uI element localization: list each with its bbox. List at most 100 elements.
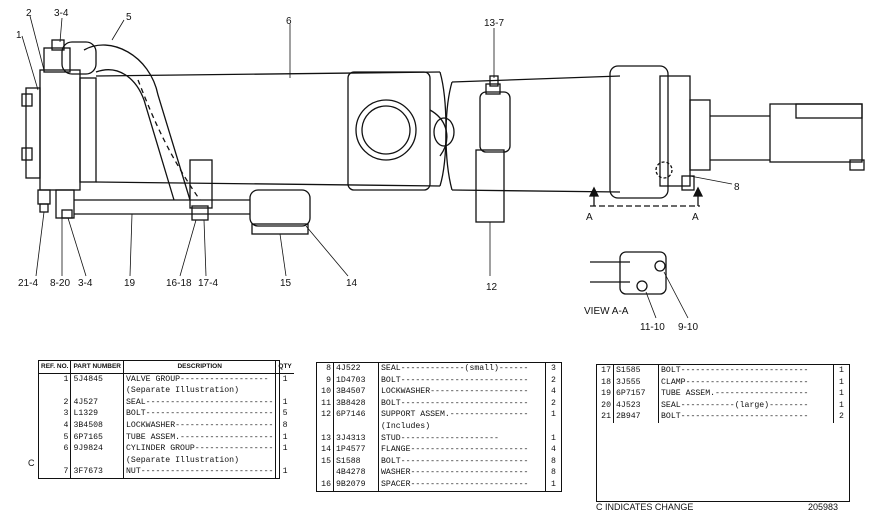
description-cell: SEAL-------------(small)------ bbox=[378, 363, 546, 375]
description-cell: WASHER------------------------ bbox=[378, 467, 546, 479]
part-number-cell: 3J4313 bbox=[333, 432, 379, 445]
description-cell: FLANGE------------------------ bbox=[378, 444, 546, 456]
part-number-cell: 1P4577 bbox=[333, 444, 379, 456]
qty-cell: 1 bbox=[839, 366, 844, 375]
callout-3-4-bottom: 3-4 bbox=[78, 278, 93, 289]
callout-5: 5 bbox=[126, 12, 132, 23]
clamp-assembly bbox=[347, 71, 455, 191]
part-number-cell: S1585 bbox=[613, 365, 659, 377]
part-number-cell: L1329 bbox=[70, 408, 124, 420]
callout-9-10: 9-10 bbox=[678, 322, 698, 333]
ref-cell: 12 bbox=[317, 409, 334, 421]
ref-cell: 21 bbox=[597, 411, 614, 423]
qty-cell: 2 bbox=[551, 375, 556, 385]
part-number-cell: 4J523 bbox=[613, 399, 659, 412]
callout-a-left: A bbox=[586, 212, 593, 223]
qty-cell: 4 bbox=[551, 445, 556, 455]
header-qty: QTY bbox=[275, 361, 294, 374]
ref-cell: 6 bbox=[39, 443, 72, 455]
change-note: C INDICATES CHANGE bbox=[596, 502, 694, 512]
callout-3-4-top: 3-4 bbox=[54, 8, 69, 19]
description-cell: (Separate Illustration) bbox=[123, 454, 277, 467]
qty-cell: 5 bbox=[282, 409, 288, 419]
ref-cell: 2 bbox=[39, 396, 72, 409]
part-number-cell: 6P7165 bbox=[70, 431, 124, 444]
part-number-cell: 3B4508 bbox=[70, 419, 124, 432]
callout-labels: 1 2 3-4 5 6 13-7 8 A A 21-4 8-20 3-4 19 … bbox=[16, 8, 740, 333]
description-cell: BOLT-------------------------- bbox=[123, 408, 277, 420]
header-desc: DESCRIPTION bbox=[123, 361, 277, 374]
view-a-a-label: VIEW A-A bbox=[584, 306, 629, 317]
ref-cell: 14 bbox=[317, 444, 334, 456]
part-number-cell: 6P7157 bbox=[613, 388, 659, 400]
ref-cell: 7 bbox=[39, 466, 72, 478]
description-cell: (Separate Illustration) bbox=[123, 385, 277, 397]
qty-cell: 8 bbox=[551, 456, 556, 466]
part-number-cell: 6P7146 bbox=[333, 409, 379, 421]
callout-16-18: 16-18 bbox=[166, 278, 192, 289]
section-line-a-a bbox=[588, 186, 704, 207]
ref-cell: 13 bbox=[317, 432, 334, 445]
ref-cell: 15 bbox=[317, 455, 334, 468]
part-number-cell: 1D4703 bbox=[333, 374, 379, 387]
description-cell: BOLT-------------------------- bbox=[378, 455, 546, 468]
illustration-number: 205983 bbox=[808, 502, 839, 512]
callout-1: 1 bbox=[16, 30, 22, 41]
callout-15: 15 bbox=[280, 278, 292, 289]
part-number-cell: 9B2079 bbox=[333, 478, 379, 491]
callout-11-10: 11-10 bbox=[640, 322, 665, 333]
description-cell: VALVE GROUP------------------ bbox=[123, 373, 277, 386]
part-number-cell: 4J527 bbox=[70, 396, 124, 409]
ref-cell: 11 bbox=[317, 397, 334, 410]
callout-21-4: 21-4 bbox=[18, 278, 38, 289]
qty-cell: 8 bbox=[282, 420, 288, 430]
ref-cell bbox=[39, 454, 72, 467]
qty-cell: 1 bbox=[282, 397, 288, 407]
ref-cell: 1 bbox=[39, 373, 72, 386]
description-cell: LOCKWASHER-------------------- bbox=[123, 419, 277, 432]
description-cell: (Includes) bbox=[378, 420, 546, 433]
qty-cell: 1 bbox=[839, 400, 844, 410]
header-part: PART NUMBER bbox=[70, 361, 124, 374]
qty-cell: 1 bbox=[839, 377, 844, 387]
callout-a-right: A bbox=[692, 212, 699, 223]
qty-cell: 1 bbox=[282, 467, 288, 477]
description-cell: SUPPORT ASSEM.---------------- bbox=[378, 409, 546, 421]
qty-cell: 4 bbox=[551, 387, 556, 397]
ref-cell: 8 bbox=[317, 363, 334, 375]
qty-cell bbox=[276, 455, 294, 467]
qty-cell: 2 bbox=[551, 398, 556, 408]
ref-cell: 18 bbox=[597, 376, 614, 389]
qty-cell: 3 bbox=[551, 364, 556, 373]
qty-cell: 1 bbox=[551, 433, 556, 443]
qty-cell: 8 bbox=[551, 468, 556, 478]
part-number-cell: 9J9824 bbox=[70, 443, 124, 455]
callout-8: 8 bbox=[734, 182, 740, 193]
cylinder-barrel bbox=[95, 71, 621, 193]
callout-13-7: 13-7 bbox=[484, 18, 504, 29]
table-row: (Separate Illustration) bbox=[39, 454, 294, 467]
ref-cell: 5 bbox=[39, 431, 72, 444]
part-number-cell: 4J522 bbox=[333, 363, 379, 375]
part-number-cell: 3F7673 bbox=[70, 466, 124, 478]
qty-cell: 1 bbox=[551, 410, 556, 420]
